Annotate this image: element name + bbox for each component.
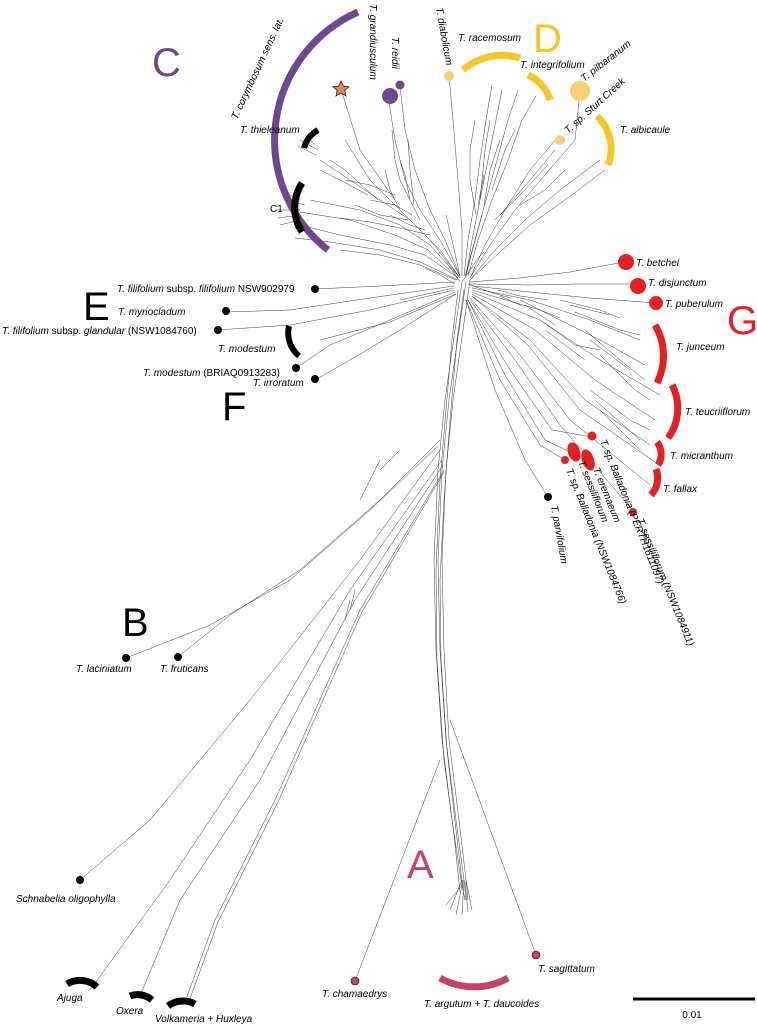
node-balladonia-nsw	[561, 456, 569, 464]
node-betchei	[618, 254, 634, 270]
label-schnabelia: Schnabelia oligophylla	[16, 894, 116, 905]
clade-racemosum-arc	[460, 51, 522, 73]
label-sessiliflorum-nsw: T. sessiliflorum (NSW1084911)	[634, 517, 695, 648]
label-grandiusculum: T. grandiusculum	[367, 4, 378, 80]
node-myriocladum	[222, 307, 230, 315]
label-thieleanum: T. thieleanum	[240, 125, 300, 136]
label-albicaule: T. albicaule	[620, 125, 671, 136]
group-label-a: A	[407, 843, 434, 887]
label-oxera: Oxera	[116, 1006, 144, 1017]
taxon-labels: T. grandiusculum T. reidii T. corymbosum…	[2, 4, 750, 1024]
network-edges	[79, 75, 661, 1005]
node-sagittatum	[531, 950, 541, 960]
node-modestum-b	[292, 364, 300, 372]
group-letters: C D E F G B A C1	[83, 17, 757, 887]
clade-junceum-arc	[651, 323, 667, 385]
label-disjunctum: T. disjunctum	[648, 278, 707, 289]
taxon-nodes	[76, 71, 663, 986]
scale-bar-label: 0.01	[682, 1010, 702, 1021]
label-volkameria: Volkameria + Huxleya	[155, 1014, 253, 1024]
label-fruticans: T. fruticans	[160, 664, 209, 675]
group-label-f: F	[222, 385, 246, 429]
node-disjunctum	[630, 278, 646, 294]
group-label-c: C	[152, 41, 181, 85]
group-label-b: B	[122, 601, 149, 645]
node-balladonia-perth	[587, 431, 597, 441]
clade-thieleanum-arc	[301, 127, 320, 149]
label-pilbaranum: T. pilbaranum	[579, 39, 633, 85]
clade-oxera-arc	[128, 991, 155, 1003]
node-parvifolium	[544, 493, 552, 501]
label-fallax: T. fallax	[663, 484, 698, 495]
clade-c1-arc	[291, 181, 306, 234]
clade-micranthum-arc	[654, 439, 665, 467]
label-diabolicum: T. diabolicum	[433, 7, 454, 67]
node-eremaeum	[581, 449, 595, 471]
node-filifolium-a	[311, 285, 319, 293]
group-label-d: D	[533, 17, 562, 61]
node-sessiliflorum-nsw	[629, 508, 637, 516]
label-integrifolium: T. integrifolium	[520, 60, 585, 71]
clade-modestum-arc	[285, 325, 302, 359]
label-chamaedrys: T. chamaedrys	[322, 989, 387, 1000]
label-myriocladum: T. myriocladum	[118, 307, 185, 318]
label-modestum-b: T. modestum (BRIAQ0913283)	[143, 368, 280, 379]
node-grandiusculum	[382, 88, 398, 104]
label-laciniatum: T. laciniatum	[76, 664, 132, 675]
group-label-c1: C1	[270, 204, 283, 215]
clade-fallax-arc	[648, 467, 662, 498]
label-sagittatum: T. sagittatum	[538, 964, 595, 975]
node-irroratum	[311, 375, 319, 383]
clade-a-arc	[438, 974, 510, 991]
clade-arcs	[65, 8, 682, 1009]
node-sessiliflorum	[567, 442, 581, 462]
node-schnabelia	[76, 876, 84, 884]
label-micranthum: T. micranthum	[670, 451, 733, 462]
label-racemosum: T. racemosum	[458, 33, 521, 44]
scale-bar: 0.01	[633, 997, 755, 1021]
label-argutum: T. argutum + T. daucoides	[424, 999, 539, 1010]
label-betchei: T. betchei	[636, 258, 680, 269]
label-ajuga: Ajuga	[56, 993, 83, 1004]
label-teucriiflorum: T. teucriiflorum	[685, 407, 750, 418]
clade-albicaule-arc	[594, 113, 615, 167]
clade-volkameria-arc	[165, 997, 197, 1009]
clade-teucriiflorum-arc	[665, 383, 682, 441]
label-reidii: T. reidii	[389, 37, 400, 70]
group-label-e: E	[83, 285, 110, 329]
clade-integrifolium-arc	[526, 71, 554, 102]
node-laciniatum	[122, 654, 130, 662]
node-reidii	[395, 80, 405, 90]
label-modestum: T. modestum	[218, 344, 275, 355]
clade-ajuga-arc	[65, 976, 100, 990]
group-label-g: G	[727, 299, 757, 343]
node-diabolicum	[444, 71, 454, 81]
node-sturt-creek	[555, 135, 565, 145]
node-pilbaranum	[570, 81, 590, 101]
star-icon	[332, 80, 350, 97]
label-filifolium-b: T. filifolium subsp. glandular (NSW10847…	[2, 326, 197, 337]
label-puberulum: T. puberulum	[665, 299, 723, 310]
label-irroratum: T. irroratum	[253, 378, 304, 389]
label-filifolium-a: T. filifolium subsp. filifolium NSW90297…	[117, 284, 295, 295]
label-parvifolium: T. parvifolium	[548, 505, 569, 565]
node-filifolium-b	[214, 326, 222, 334]
node-fruticans	[174, 653, 182, 661]
node-chamaedrys	[350, 976, 360, 986]
node-puberulum	[649, 296, 663, 310]
label-junceum: T. junceum	[676, 342, 725, 353]
